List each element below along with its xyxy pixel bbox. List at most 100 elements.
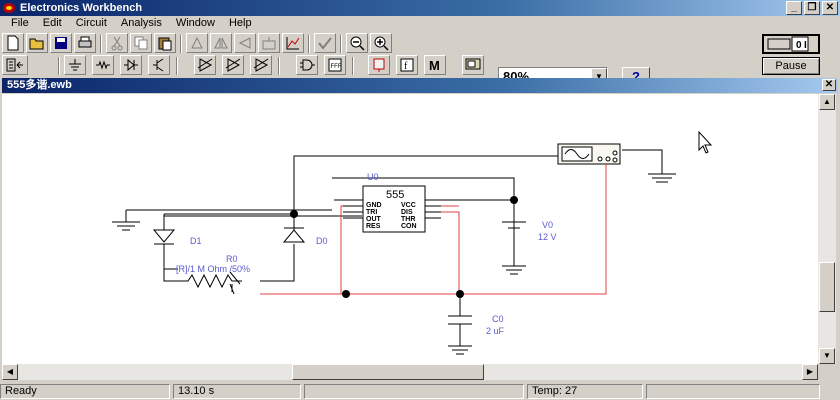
transistors-bin-button[interactable] [148,55,170,75]
app-logo-icon [3,3,15,13]
sine-wave-icon [564,149,590,159]
basic-bin-button[interactable] [92,55,114,75]
logic-gate-icon [300,59,315,71]
status-text: Ready [0,384,170,399]
digital-bin-button[interactable]: FFF [324,55,346,75]
print-button[interactable] [74,33,96,53]
scroll-right-icon[interactable]: ▶ [802,364,818,380]
v0-value-label: 12 V [538,232,557,242]
sources-bin-button[interactable] [64,55,86,75]
diode-icon [124,58,138,72]
schematic: U0 555 GND TRI OUT RES VCC DIS THR CON D… [112,130,713,355]
open-file-button[interactable] [26,33,48,53]
new-file-button[interactable] [2,33,24,53]
menu-bar: File Edit Circuit Analysis Window Help [0,16,840,32]
cut-icon [111,36,123,51]
ic-555-body [362,185,426,233]
open-folder-icon [29,38,44,50]
zoom-in-button[interactable] [370,33,392,53]
menu-circuit[interactable]: Circuit [75,17,107,29]
pin-thr: THR [401,216,415,223]
power-switch-icon: 0 I [767,36,809,52]
junction-dot [342,290,350,298]
digital-ics-bin-button[interactable] [250,55,272,75]
graph-button[interactable] [282,33,304,53]
close-button[interactable]: ✕ [822,1,838,15]
create-subcircuit-button[interactable] [314,33,336,53]
maximize-button[interactable]: ❐ [804,1,820,15]
c0-value-label: 2 uF [486,326,505,336]
rotate-button[interactable] [186,33,208,53]
transistor-icon [153,58,164,72]
d1-label: D1 [190,236,202,246]
scroll-down-icon[interactable]: ▼ [819,348,835,364]
ground-right-symbol [622,149,676,183]
pause-button[interactable]: Pause [762,57,820,75]
wire-vcc [332,177,515,264]
paste-button[interactable] [154,33,176,53]
document-close-button[interactable]: ✕ [822,79,836,91]
subcircuit-icon [318,37,332,50]
parts-bin-toolbar: FFF f M [0,55,840,77]
ground-left-symbol [112,210,140,231]
opamp-icon [197,58,213,72]
standard-toolbar: 80% ▼ ? [0,33,840,87]
paste-icon [158,37,172,51]
svg-text:FFF: FFF [331,64,342,70]
analog-ics-bin-button[interactable] [194,55,216,75]
capacitor-c0 [448,294,472,355]
r0-ref-label: R0 [226,254,238,264]
cut-button[interactable] [106,33,128,53]
menu-file[interactable]: File [11,17,29,29]
pin-res: RES [366,223,381,230]
circuit-canvas[interactable]: U0 555 GND TRI OUT RES VCC DIS THR CON D… [2,94,818,364]
vertical-scroll-thumb[interactable] [819,262,835,312]
wire-scope-top [293,155,558,214]
power-switch[interactable]: 0 I [762,34,820,54]
rotate-icon [191,36,203,49]
resistor-r0 [178,273,242,289]
d0-label: D0 [316,236,328,246]
menu-edit[interactable]: Edit [42,17,62,29]
component-properties-button[interactable] [258,33,280,53]
resistor-icon [96,60,110,70]
controls-icon: f [400,58,414,72]
controls-bin-button[interactable]: f [396,55,418,75]
favorites-bin-icon [6,58,23,72]
menu-analysis[interactable]: Analysis [120,17,162,29]
flip-horizontal-button[interactable] [210,33,232,53]
ground-source-icon [69,59,81,71]
wire-trig-thr [340,205,459,295]
scroll-up-icon[interactable]: ▲ [819,94,835,110]
save-button[interactable] [50,33,72,53]
copy-icon [134,36,148,50]
logic-gates-bin-button[interactable] [296,55,318,75]
favorites-bin-button[interactable] [2,55,28,75]
minimize-button[interactable]: _ [786,1,802,15]
flip-vertical-button[interactable] [234,33,256,53]
document-title-bar: 555多谐.ewb ✕ [2,78,838,93]
horizontal-scrollbar[interactable]: ◀ ▶ [2,364,818,380]
svg-text:I: I [804,40,807,51]
wire-r0-left [163,269,178,282]
diodes-bin-button[interactable] [120,55,142,75]
misc-m-icon: M [429,58,440,73]
new-file-icon [7,35,19,51]
pin-out: OUT [366,216,382,223]
svg-text:f: f [404,61,408,72]
vertical-scrollbar[interactable]: ▲ ▼ [818,94,836,364]
mouse-cursor-icon [698,130,713,154]
digital-ic-icon [253,58,269,72]
indicators-bin-button[interactable] [368,55,390,75]
menu-window[interactable]: Window [175,17,215,29]
instruments-bin-button[interactable] [462,55,484,75]
zoom-out-button[interactable] [346,33,368,53]
miscellaneous-bin-button[interactable]: M [424,55,446,75]
horizontal-scroll-thumb[interactable] [292,364,484,380]
copy-button[interactable] [130,33,152,53]
scroll-left-icon[interactable]: ◀ [2,364,18,380]
mixed-ics-bin-button[interactable] [222,55,244,75]
v0-ref-label: V0 [542,220,553,230]
menu-help[interactable]: Help [228,17,252,29]
